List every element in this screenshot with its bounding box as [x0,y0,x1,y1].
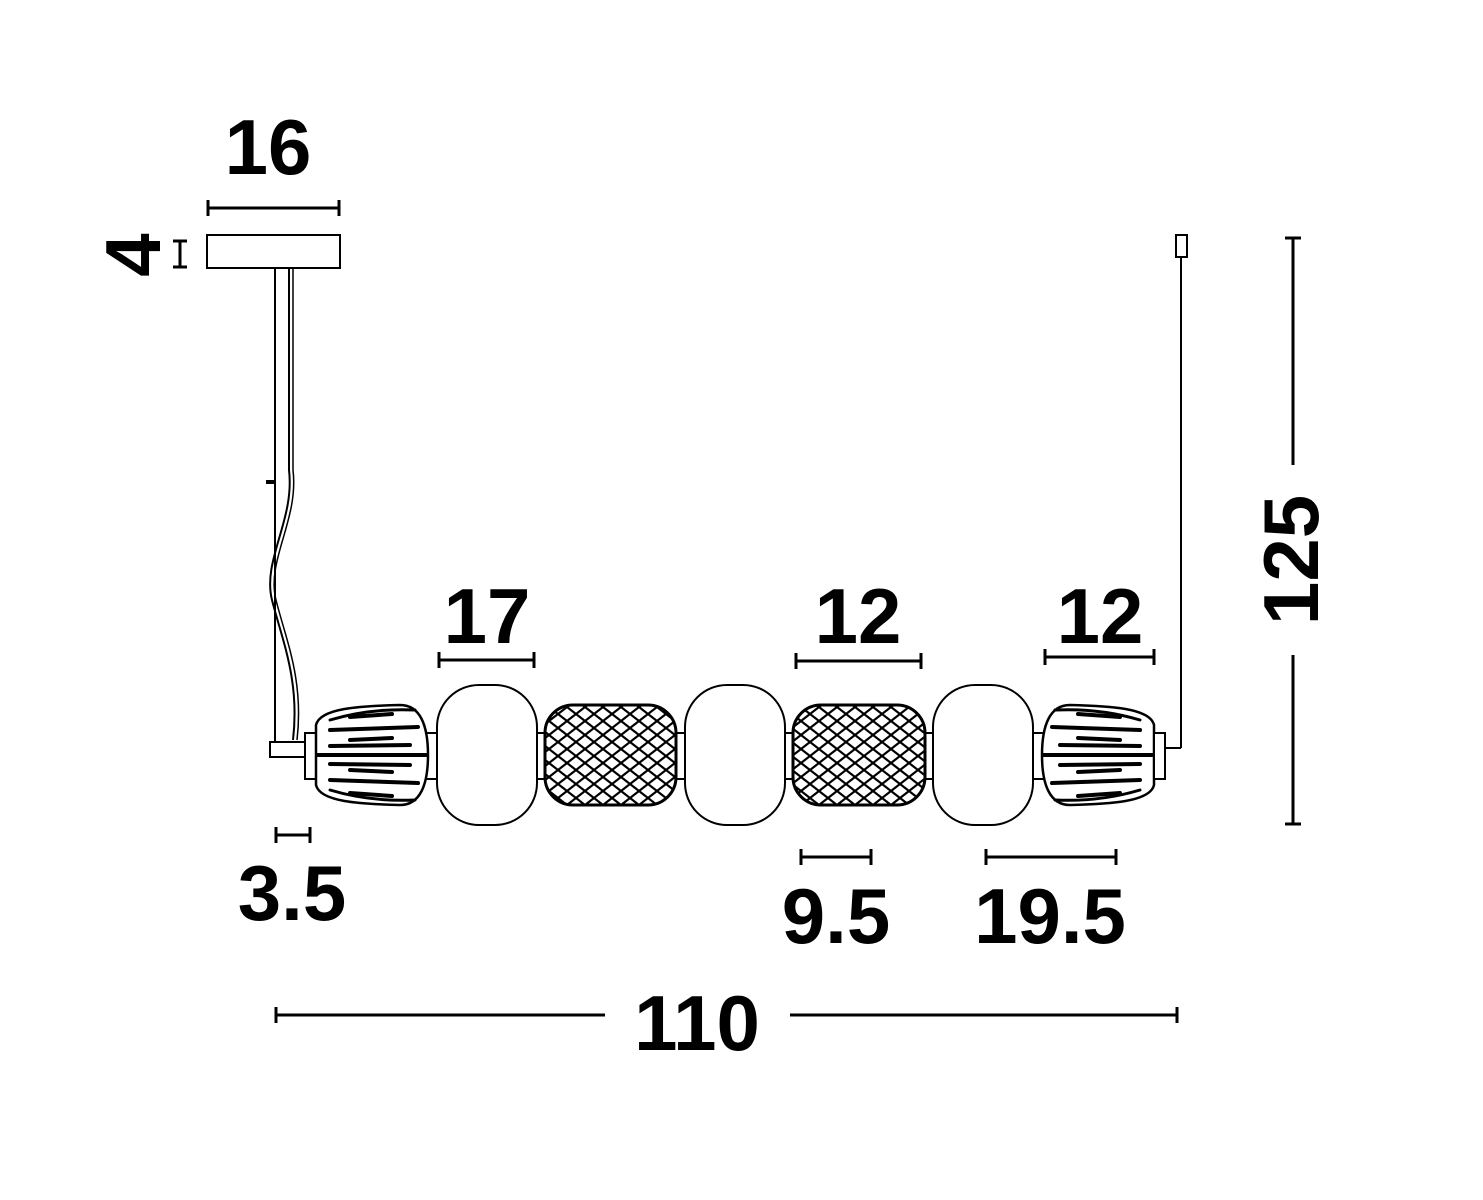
clear-depth-dimension: 19.5 [974,849,1126,960]
end-offset-label: 3.5 [238,849,346,937]
mesh-shade-2 [791,703,927,807]
ribbed-shade-left [314,703,430,807]
mesh-depth-label: 9.5 [782,872,890,960]
mesh-shade-width-dimension: 12 [794,572,923,669]
canopy [206,234,341,269]
mesh-depth-dimension: 9.5 [782,849,890,960]
canopy-height-label: 4 [89,233,177,276]
canopy-width-dimension: 16 [206,103,341,216]
clear-shade-1 [436,684,538,826]
end-offset-dimension: 3.5 [238,827,346,937]
clear-shade-3 [932,684,1034,826]
ribbed-shade-right [1040,703,1166,807]
clear-shade-2 [684,684,786,826]
total-height-dimension: 125 [1247,236,1335,826]
mesh-shade-width-label: 12 [815,572,902,660]
canopy-height-dimension: 4 [89,233,187,277]
canopy-width-label: 16 [225,103,312,191]
total-length-dimension: 110 [274,979,1179,1067]
right-suspension-cable [1165,234,1188,749]
mesh-shade-1 [543,703,678,807]
clear-shade-width-dimension: 17 [437,572,536,668]
total-length-label: 110 [634,979,760,1067]
suspension-cables [266,268,311,758]
ribbed-shade-width-label: 12 [1057,572,1144,660]
clear-depth-label: 19.5 [974,872,1126,960]
ribbed-shade-width-dimension: 12 [1043,572,1156,665]
total-height-label: 125 [1247,495,1335,625]
clear-shade-width-label: 17 [444,572,531,660]
